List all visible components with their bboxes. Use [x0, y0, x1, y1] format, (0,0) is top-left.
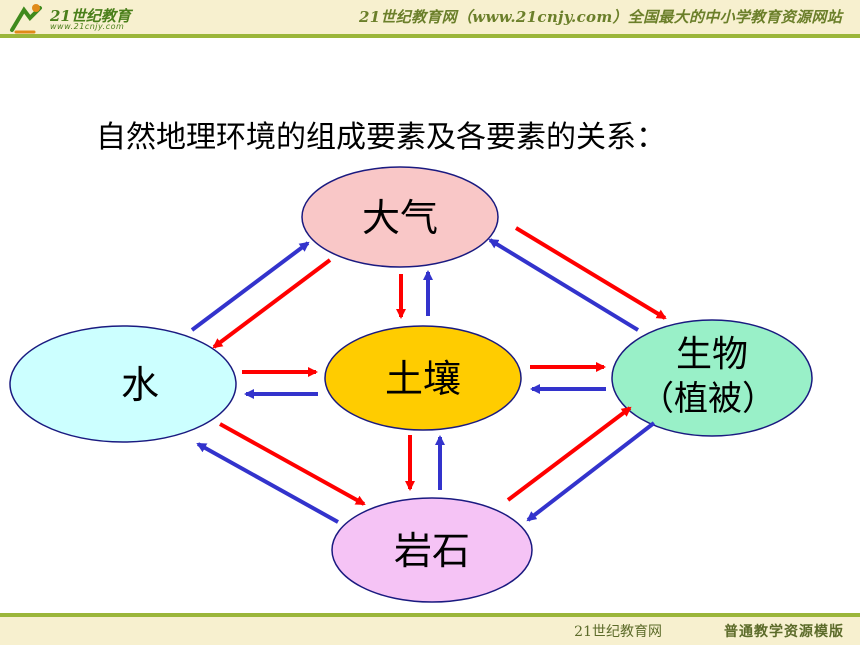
logo-text: 21世纪教育 — [50, 7, 131, 25]
arrow-biology-to-rock — [526, 421, 656, 522]
node-biology — [611, 319, 813, 437]
arrow-biology-to-atmosphere — [488, 238, 640, 332]
arrow-rock-to-water — [196, 442, 339, 524]
logo-url: www.21cnjy.com — [50, 22, 125, 31]
label-rock: 岩石 — [394, 529, 470, 573]
node-water — [9, 325, 237, 443]
runner-logo-icon — [10, 4, 42, 34]
arrow-atmosphere-to-biology — [514, 226, 667, 320]
site-logo[interactable]: 21世纪教育 www.21cnjy.com — [6, 2, 166, 36]
arrow-rock-to-biology — [506, 406, 632, 502]
node-soil — [324, 325, 522, 431]
label-biology-line1: 生物 — [676, 334, 748, 375]
label-water: 水 — [121, 363, 159, 407]
footer-site-name: 21世纪教育网 — [574, 624, 662, 640]
label-biology-line2: （植被） — [640, 379, 776, 419]
node-atmosphere — [301, 166, 499, 268]
header-tagline: 21世纪教育网（www.21cnjy.com）全国最大的中小学教育资源网站 — [359, 8, 842, 26]
label-atmosphere: 大气 — [362, 196, 438, 240]
arrow-water-to-rock — [219, 422, 366, 506]
footer-bar: 21世纪教育网 普通教学资源模版 — [0, 613, 860, 645]
arrow-water-to-atmosphere — [190, 241, 310, 332]
label-soil: 土壤 — [385, 357, 461, 401]
header-bar: 21世纪教育 www.21cnjy.com 21世纪教育网（www.21cnjy… — [0, 0, 860, 38]
node-rock — [331, 497, 533, 603]
footer-template-name: 普通教学资源模版 — [724, 624, 844, 640]
arrow-atmosphere-to-water — [212, 258, 332, 349]
slide-title: 自然地理环境的组成要素及各要素的关系： — [96, 120, 666, 155]
